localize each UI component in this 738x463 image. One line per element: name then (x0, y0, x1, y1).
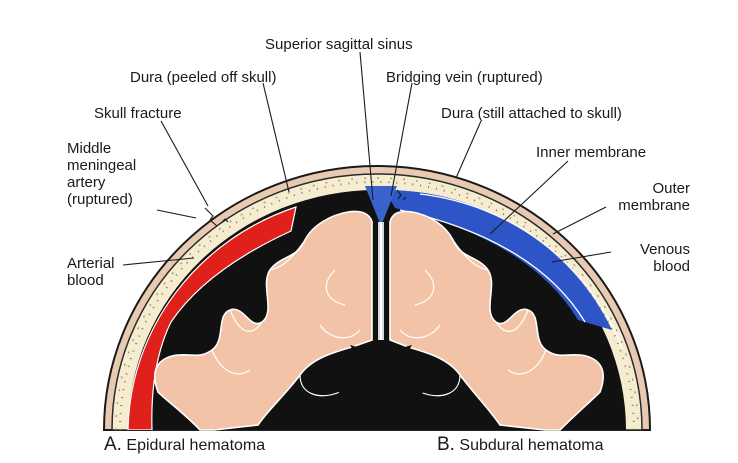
label-dura-peeled: Dura (peeled off skull) (130, 69, 277, 86)
subdural-hematoma (385, 189, 612, 330)
caption-epidural: A. Epidural hematoma (104, 434, 265, 456)
leader-lines (122, 51, 612, 266)
label-arterial-blood: Arterial blood (67, 255, 115, 289)
inner-membrane-line (399, 209, 586, 323)
label-outer-membrane: Outer membrane (586, 180, 690, 214)
right-hemisphere (389, 210, 604, 431)
caption-b-letter: B. (437, 434, 455, 455)
right-sulci (399, 239, 547, 397)
label-dura-attached: Dura (still attached to skull) (441, 105, 622, 122)
midline-gap (350, 345, 412, 357)
label-inner-membrane: Inner membrane (536, 144, 647, 161)
label-arterial-line-1: Arterial (67, 255, 115, 272)
label-venous-line-1: Venous (639, 241, 690, 258)
left-sulci (211, 239, 361, 397)
caption-subdural: B. Subdural hematoma (437, 434, 604, 456)
lateral-ventricle (330, 380, 432, 418)
label-middle-meningeal-artery: Middle meningeal artery (ruptured) (67, 140, 136, 208)
dura-attached-line (419, 193, 623, 349)
label-venous-blood: Venous blood (610, 241, 690, 275)
label-mma-line-2: meningeal (67, 157, 137, 174)
label-outer-line-1: Outer (652, 180, 690, 197)
caption-b-text: Subdural hematoma (459, 437, 604, 454)
left-hemisphere (154, 210, 373, 431)
label-bridging-vein: Bridging vein (ruptured) (386, 69, 543, 86)
label-mma-line-1: Middle (67, 140, 112, 157)
label-mma-line-4: (ruptured) (67, 191, 133, 208)
label-superior-sagittal-sinus: Superior sagittal sinus (265, 36, 413, 53)
label-venous-line-2: blood (653, 258, 690, 275)
label-skull-fracture: Skull fracture (94, 105, 182, 122)
label-outer-line-2: membrane (618, 197, 690, 214)
caption-a-text: Epidural hematoma (126, 437, 266, 454)
bridging-vein-marks (396, 189, 407, 201)
label-arterial-line-2: blood (67, 272, 104, 289)
fracture-marks (204, 207, 229, 227)
caption-a-letter: A. (104, 434, 122, 455)
label-mma-line-3: artery (67, 174, 106, 191)
epidural-hematoma (127, 206, 297, 430)
